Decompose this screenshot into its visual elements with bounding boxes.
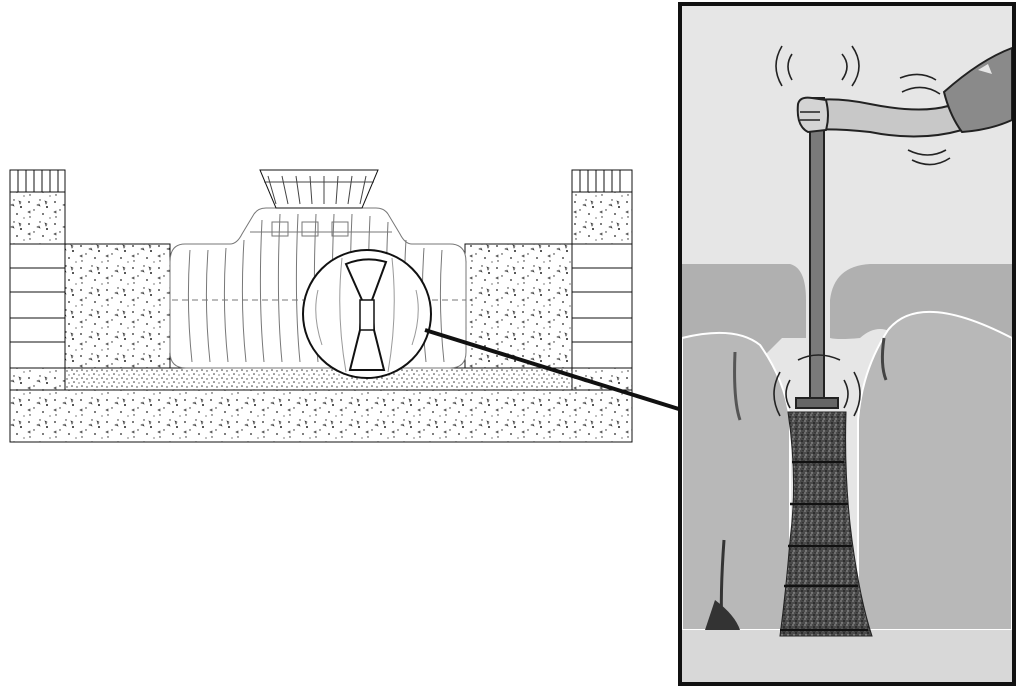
left-trench-wall [9, 169, 66, 369]
callout-leader-line [424, 328, 683, 412]
tank-riser-collar [259, 169, 379, 209]
right-trench-wall [571, 169, 633, 369]
worker-arm [796, 46, 1013, 138]
compaction-detail-inset [678, 2, 1016, 686]
vibration-arcs-top [775, 45, 951, 166]
compacted-fill-column [779, 411, 873, 637]
detail-magnifier-circle [302, 249, 432, 379]
vibration-arcs-foot [773, 354, 861, 417]
tamping-rod [795, 97, 839, 409]
tank-cross-section [9, 169, 633, 443]
compaction-layer-lines [780, 460, 868, 632]
gravel-bedding-layer [64, 367, 573, 391]
backfill-left [64, 243, 171, 369]
native-soil-base [9, 389, 633, 443]
